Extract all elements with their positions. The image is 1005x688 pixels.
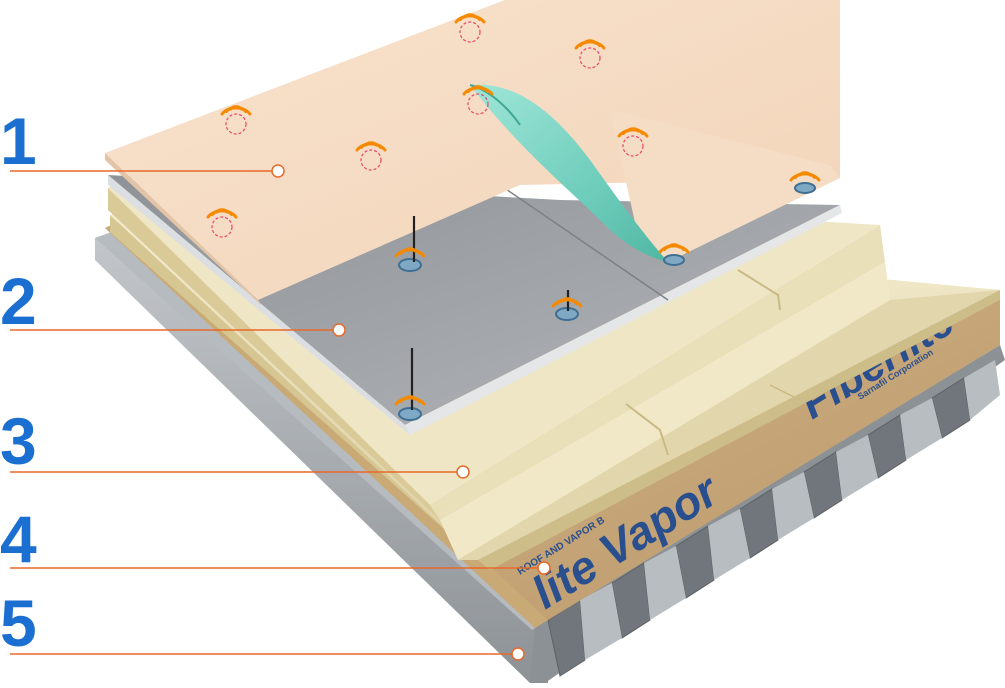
wireless-signal-icon bbox=[551, 297, 583, 308]
leader-lines bbox=[10, 164, 551, 661]
wireless-signal-icon bbox=[394, 247, 426, 258]
wireless-signal-icon bbox=[206, 208, 238, 219]
wireless-signal-icon bbox=[462, 85, 494, 96]
wireless-signal-icon bbox=[355, 141, 387, 152]
induction-weld-spots bbox=[211, 21, 644, 238]
wireless-signal-icon bbox=[789, 171, 821, 182]
wireless-signal-icon bbox=[454, 13, 486, 24]
layer-number-4: 4 bbox=[0, 502, 37, 576]
wireless-signal-icon bbox=[574, 39, 606, 50]
wireless-signal-icon bbox=[658, 243, 690, 254]
membrane-layer bbox=[105, 0, 840, 306]
wireless-signal-icon bbox=[617, 127, 649, 138]
layer-number-5: 5 bbox=[0, 586, 37, 660]
fastener-plates bbox=[398, 182, 816, 421]
fastener-plate-icon bbox=[398, 258, 422, 272]
wireless-signal-icon bbox=[220, 105, 252, 116]
fastener-plate-icon bbox=[663, 254, 685, 266]
fastener-plate-icon bbox=[398, 407, 422, 421]
fastener-plate-icon bbox=[794, 182, 816, 194]
layer-number-3: 3 bbox=[0, 404, 37, 478]
wireless-signal-icons bbox=[206, 13, 821, 406]
layer-number-2: 2 bbox=[0, 264, 37, 338]
wireless-signal-icon bbox=[394, 395, 426, 406]
layer-number-1: 1 bbox=[0, 104, 37, 178]
